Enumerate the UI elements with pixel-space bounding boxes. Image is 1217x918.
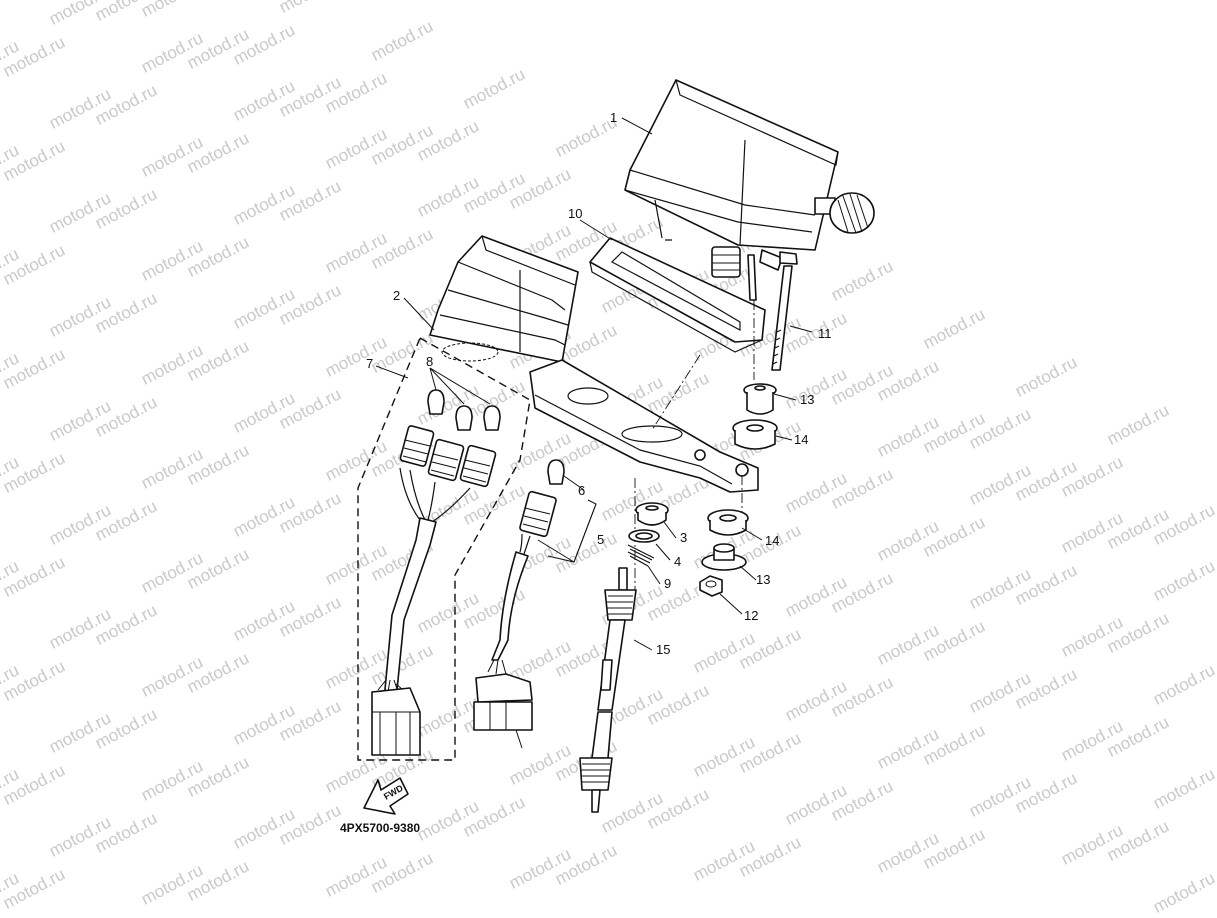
spring-9: [627, 544, 655, 567]
callout-9: 9: [664, 576, 671, 591]
meter-gasket: [589, 237, 766, 353]
meter-bracket: [529, 359, 759, 493]
callout-1: 1: [610, 110, 617, 125]
callout-15: 15: [656, 642, 670, 657]
socket-wire-5: [473, 490, 557, 749]
grommet-14-top: [732, 419, 778, 450]
mounting-bolt: [771, 251, 798, 371]
speedometer-meter: [624, 79, 875, 301]
grommet-13-top: [743, 383, 777, 415]
grommet-14-bottom: [707, 509, 749, 536]
washer-4: [628, 529, 660, 543]
leader-lines: [375, 117, 813, 651]
grommet-3: [635, 502, 669, 526]
callout-11: 11: [818, 326, 832, 341]
indicator-meter: [429, 235, 579, 363]
callout-2: 2: [393, 288, 400, 303]
callout-7: 7: [366, 356, 373, 371]
callout-3: 3: [680, 530, 687, 545]
callout-14-bottom: 14: [765, 533, 779, 548]
nut-12: [699, 575, 723, 597]
wire-harness-enclosure: [357, 337, 531, 761]
bulb-set-8: [427, 389, 501, 431]
speedometer-cable: [579, 567, 637, 813]
part-code: 4PX5700-9380: [340, 821, 420, 835]
fwd-arrow-icon: [363, 777, 409, 815]
collar-13-bottom: [701, 543, 747, 571]
callout-5: 5: [597, 532, 604, 547]
callout-13-bottom: 13: [756, 572, 770, 587]
callout-13-top: 13: [800, 392, 814, 407]
callout-10: 10: [568, 206, 582, 221]
callout-14-top: 14: [794, 432, 808, 447]
callout-4: 4: [674, 554, 681, 569]
callout-8: 8: [426, 354, 433, 369]
callout-6: 6: [578, 483, 585, 498]
callout-12: 12: [744, 608, 758, 623]
bulb-6: [547, 459, 565, 485]
socket-harness-7: [371, 425, 497, 756]
